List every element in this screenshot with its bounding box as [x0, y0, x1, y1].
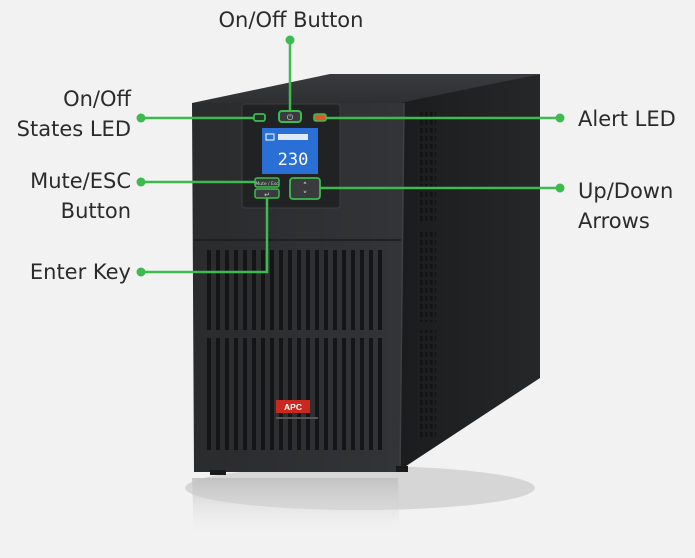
- endpoint-up-down-arrows: [555, 183, 565, 193]
- side-vent-upper: [418, 112, 436, 222]
- chevron-up-icon: ˄: [303, 182, 308, 192]
- apc-logo-text: APC: [284, 402, 302, 412]
- callout-up-down-arrows-line2: Arrows: [578, 209, 650, 233]
- endpoint-alert-led: [555, 113, 565, 123]
- ups-front-edge: [399, 102, 405, 473]
- apc-logo-badge: [276, 400, 310, 413]
- on-off-states-led: [253, 113, 266, 122]
- ups-top-face: [192, 74, 540, 103]
- callout-on-off-states-led: On/Off States LED: [0, 84, 131, 144]
- callout-connectors: [141, 40, 560, 274]
- callout-up-down-arrows: Up/Down Arrows: [578, 176, 693, 236]
- control-panel: 230 ⏻ Mute / Esc ↵ ˄ ˅: [241, 103, 341, 209]
- lcd-voltage-readout: 230: [278, 150, 309, 170]
- callout-enter-key: Enter Key: [0, 257, 131, 287]
- callout-endpoints: [136, 35, 565, 277]
- front-grill-lower: [205, 338, 383, 450]
- callout-mute-esc-button: Mute/ESC Button: [0, 166, 131, 226]
- callout-on-off-states-led-line1: On/Off: [63, 87, 131, 111]
- lcd-load-bar: [278, 134, 308, 140]
- front-grill-upper: [205, 250, 383, 330]
- ups-foot-right: [396, 466, 408, 472]
- callout-mute-esc-button-line2: Button: [60, 199, 131, 223]
- side-vent-lower: [418, 330, 436, 440]
- callout-on-off-states-led-line2: States LED: [16, 117, 131, 141]
- chevron-down-icon: ˅: [303, 191, 308, 201]
- power-icon: ⏻: [287, 113, 294, 122]
- endpoint-mute-esc-button: [136, 177, 146, 187]
- enter-icon: ↵: [264, 191, 270, 199]
- callout-enter-key-text: Enter Key: [29, 260, 131, 284]
- callout-up-down-arrows-line1: Up/Down: [578, 179, 674, 203]
- side-vent-middle: [418, 232, 436, 322]
- lcd-battery-icon: [265, 133, 275, 141]
- ups-foot-left: [210, 470, 226, 475]
- callout-on-off-button: On/Off Button: [196, 5, 386, 35]
- callout-on-off-button-text: On/Off Button: [218, 8, 364, 32]
- callout-alert-led-text: Alert LED: [578, 107, 676, 131]
- connector-enter-key: [141, 198, 269, 274]
- ups-unit: APC 230 ⏻ Mute / Esc ↵: [192, 74, 540, 475]
- logo-subtext-line: [276, 417, 318, 419]
- floor-reflection: [192, 478, 400, 540]
- alert-led: [313, 113, 327, 122]
- callout-mute-esc-button-line1: Mute/ESC: [30, 169, 131, 193]
- endpoint-enter-key: [136, 267, 146, 277]
- mute-esc-key-label: Mute / Esc: [255, 181, 279, 187]
- callout-alert-led: Alert LED: [578, 104, 693, 134]
- endpoint-on-off-button: [285, 35, 295, 45]
- endpoint-on-off-states-led: [136, 113, 146, 123]
